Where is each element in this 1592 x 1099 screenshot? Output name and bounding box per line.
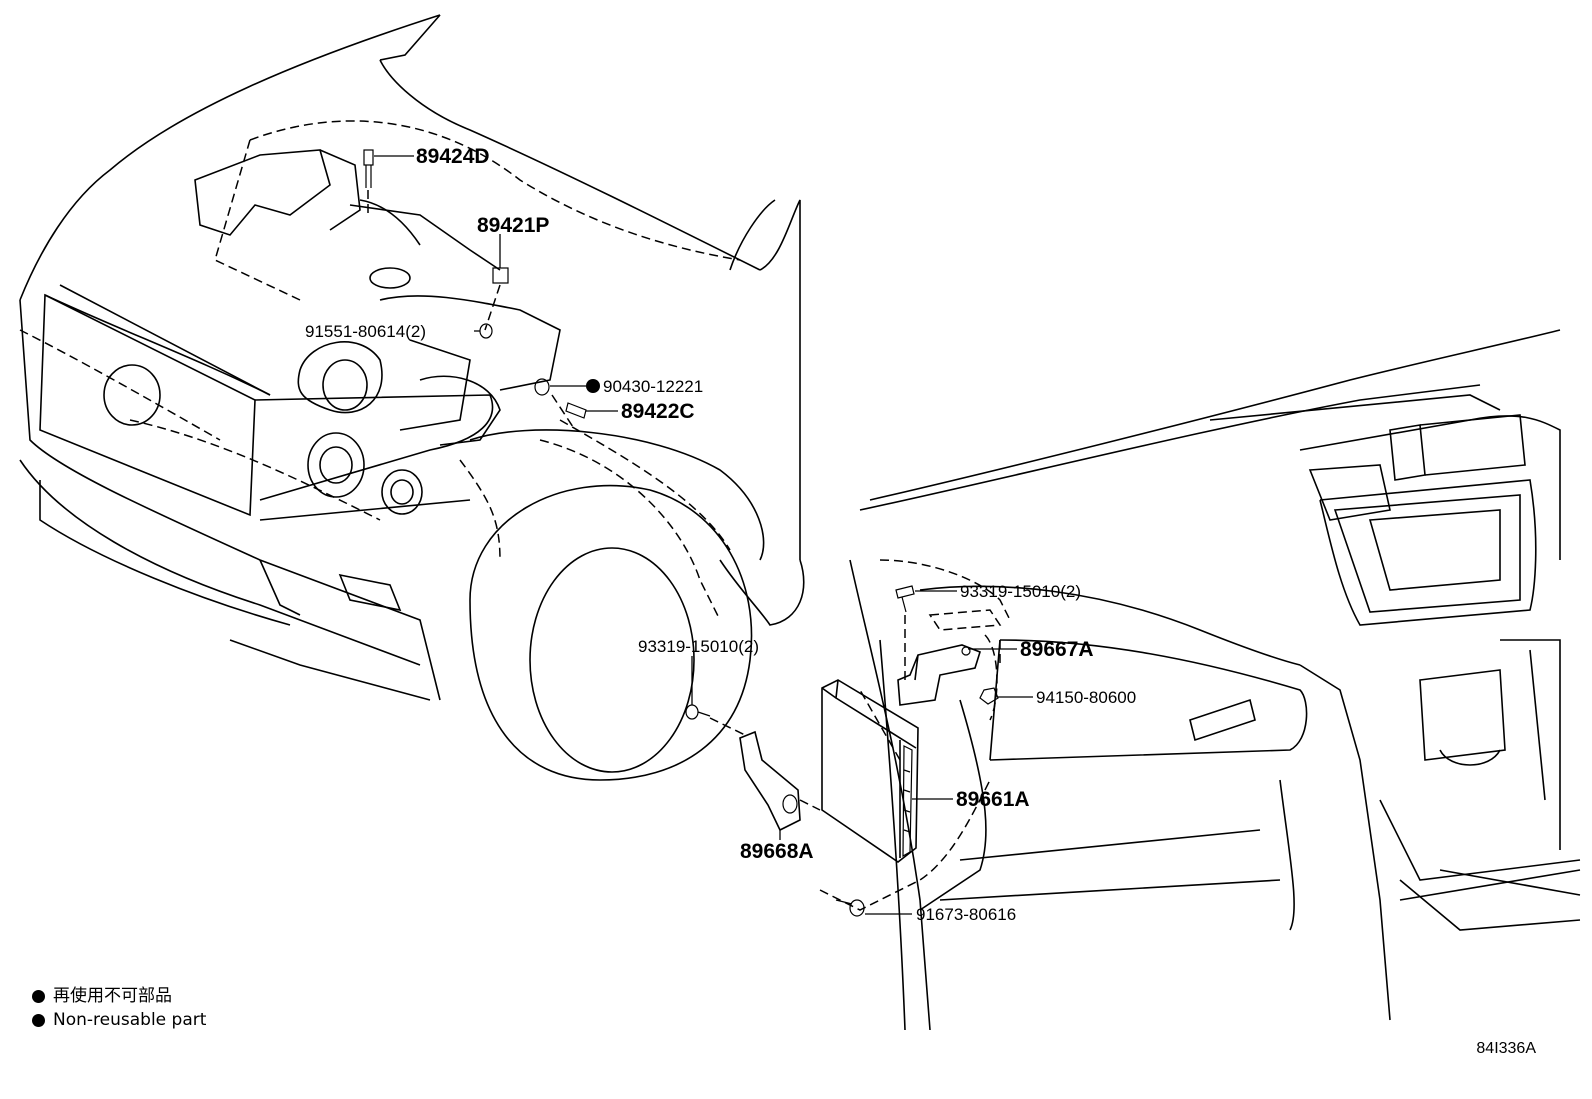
callout-93319-15010-lower: 93319-15010(2): [638, 637, 759, 656]
parts: [363, 149, 999, 917]
callout-94150-80600: 94150-80600: [1036, 688, 1136, 707]
part-90430-gasket: [534, 378, 550, 396]
part-93319-upper-screw: [895, 585, 915, 680]
legend-row-english: Non-reusable part: [32, 1008, 206, 1032]
part-89424d-sensor: [363, 149, 374, 215]
part-89668a-bracket: [739, 730, 821, 832]
vehicle-front-illustration: [19, 14, 805, 781]
non-reusable-marker: [586, 379, 600, 393]
legend-japanese-text: 再使用不可部品: [53, 986, 172, 1006]
bullet-icon: [32, 989, 45, 1003]
callout-leaders: [374, 155, 1033, 915]
callout-89667a: 89667A: [1020, 638, 1094, 661]
legend-english-text: Non-reusable part: [53, 1010, 207, 1030]
part-89667a-bracket: [897, 644, 981, 706]
part-89661a-ecu: [821, 679, 919, 863]
callout-89421p: 89421P: [477, 214, 549, 237]
part-91673-bolt: [835, 899, 865, 917]
callout-91551-80614: 91551-80614(2): [305, 322, 426, 341]
callout-90430-12221: 90430-12221: [603, 377, 703, 396]
callout-89661a: 89661A: [956, 788, 1030, 811]
legend-row-japanese: 再使用不可部品: [32, 984, 206, 1008]
part-94150-nut: [979, 687, 999, 705]
callout-89424d: 89424D: [416, 145, 490, 168]
callout-91673-80616: 91673-80616: [916, 905, 1016, 924]
callout-89422c: 89422C: [621, 400, 695, 423]
bullet-icon: [32, 1013, 45, 1027]
dashboard-illustration: [819, 329, 1581, 1031]
callout-89668a: 89668A: [740, 840, 814, 863]
callout-93319-15010-upper: 93319-15010(2): [960, 582, 1081, 601]
legend: 再使用不可部品 Non-reusable part: [32, 984, 206, 1032]
part-89422c-sensor: [551, 394, 587, 431]
diagram-code: 84I336A: [1476, 1040, 1536, 1057]
part-89421p-connector: [484, 267, 509, 331]
